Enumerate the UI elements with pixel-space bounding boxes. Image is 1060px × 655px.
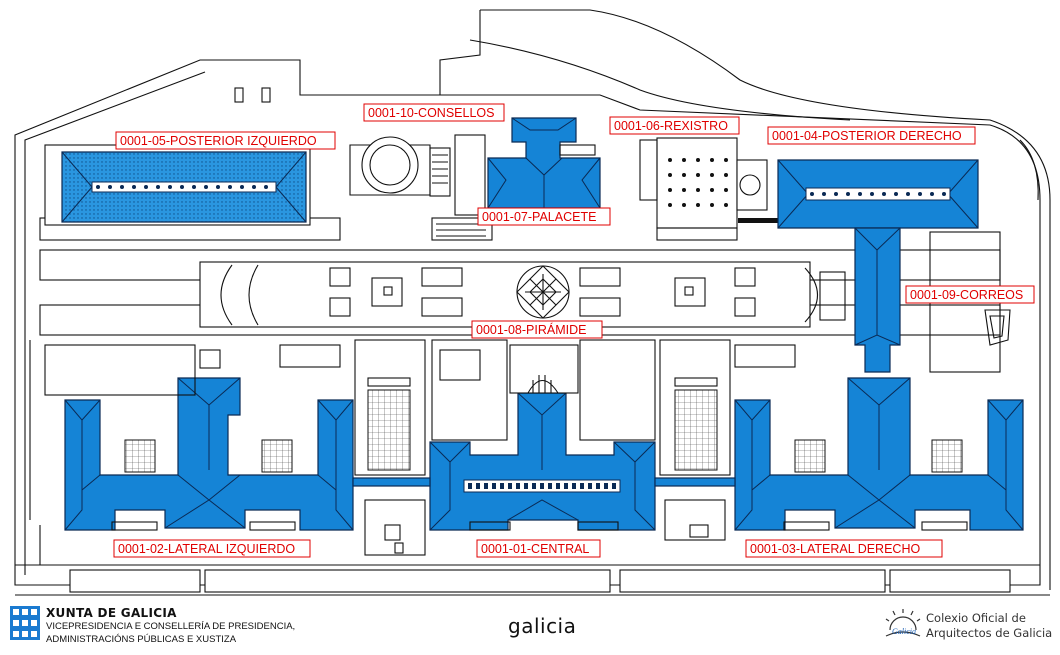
xunta-subtitle-2: ADMINISTRACIÓNS PÚBLICAS E XUSTIZA	[46, 633, 237, 645]
label-consellos-text: 0001-10-CONSELLOS	[368, 106, 494, 120]
label-correos-text: 0001-09-CORREOS	[910, 288, 1023, 302]
coag-sun-icon: Galicia	[885, 609, 921, 637]
label-consellos[interactable]: 0001-10-CONSELLOS	[363, 103, 505, 122]
label-rexistro-text: 0001-06-REXISTRO	[614, 119, 728, 133]
consellos-area	[349, 134, 493, 241]
label-piramide-text: 0001-08-PIRÁMIDE	[476, 322, 586, 337]
campus-site-plan: 0001-10-CONSELLOS 0001-05-POSTERIOR IZQU…	[14, 9, 1051, 596]
rexistro-building	[639, 137, 788, 241]
label-posterior-derecho[interactable]: 0001-04-POSTERIOR DERECHO	[767, 126, 976, 145]
label-central[interactable]: 0001-01-CENTRAL	[476, 539, 601, 558]
lateral-izquierdo-building	[64, 377, 354, 531]
corridors	[352, 477, 736, 487]
label-palacete-text: 0001-07-PALACETE	[482, 210, 596, 224]
label-posterior-izquierdo[interactable]: 0001-05-POSTERIOR IZQUIERDO	[115, 131, 336, 150]
label-posterior-derecho-text: 0001-04-POSTERIOR DERECHO	[772, 129, 962, 143]
courtyards	[44, 339, 796, 476]
label-rexistro[interactable]: 0001-06-REXISTRO	[609, 116, 740, 135]
xunta-subtitle-1: VICEPRESIDENCIA E CONSELLERÍA DE PRESIDE…	[46, 621, 296, 632]
label-lateral-derecho-text: 0001-03-LATERAL DERECHO	[750, 542, 920, 556]
xunta-title: XUNTA DE GALICIA	[46, 606, 177, 620]
central-building	[429, 339, 656, 531]
label-central-text: 0001-01-CENTRAL	[481, 542, 589, 556]
correos-building	[854, 227, 901, 373]
piramide-structure	[516, 265, 570, 319]
label-correos[interactable]: 0001-09-CORREOS	[905, 285, 1035, 304]
lateral-derecho-building	[734, 377, 1024, 531]
label-posterior-izquierdo-text: 0001-05-POSTERIOR IZQUIERDO	[120, 134, 317, 148]
label-lateral-izquierdo-text: 0001-02-LATERAL IZQUIERDO	[118, 542, 295, 556]
xunta-logo-block: XUNTA DE GALICIA VICEPRESIDENCIA E CONSE…	[10, 606, 295, 645]
label-palacete[interactable]: 0001-07-PALACETE	[477, 207, 611, 226]
label-lateral-derecho[interactable]: 0001-03-LATERAL DERECHO	[745, 539, 943, 558]
xunta-emblem-icon	[10, 606, 40, 640]
label-piramide[interactable]: 0001-08-PIRÁMIDE	[471, 320, 603, 339]
coag-logo-block: Galicia Colexio Oficial de Arquitectos d…	[884, 608, 1052, 644]
galicia-brand-logo: galicia	[508, 614, 577, 638]
coag-logo-text: Galicia	[892, 627, 916, 636]
small-structures	[111, 499, 968, 556]
footer: XUNTA DE GALICIA VICEPRESIDENCIA E CONSE…	[0, 600, 1060, 655]
site-boundary	[14, 9, 1051, 596]
posterior-derecho-building	[777, 159, 979, 229]
posterior-izquierdo-building	[44, 87, 311, 226]
palacete-building	[487, 117, 601, 209]
piramide-gardens	[220, 264, 846, 326]
label-lateral-izquierdo[interactable]: 0001-02-LATERAL IZQUIERDO	[113, 539, 311, 558]
coag-line-2: Arquitectos de Galicia	[926, 626, 1053, 640]
coag-line-1: Colexio Oficial de	[926, 611, 1026, 625]
